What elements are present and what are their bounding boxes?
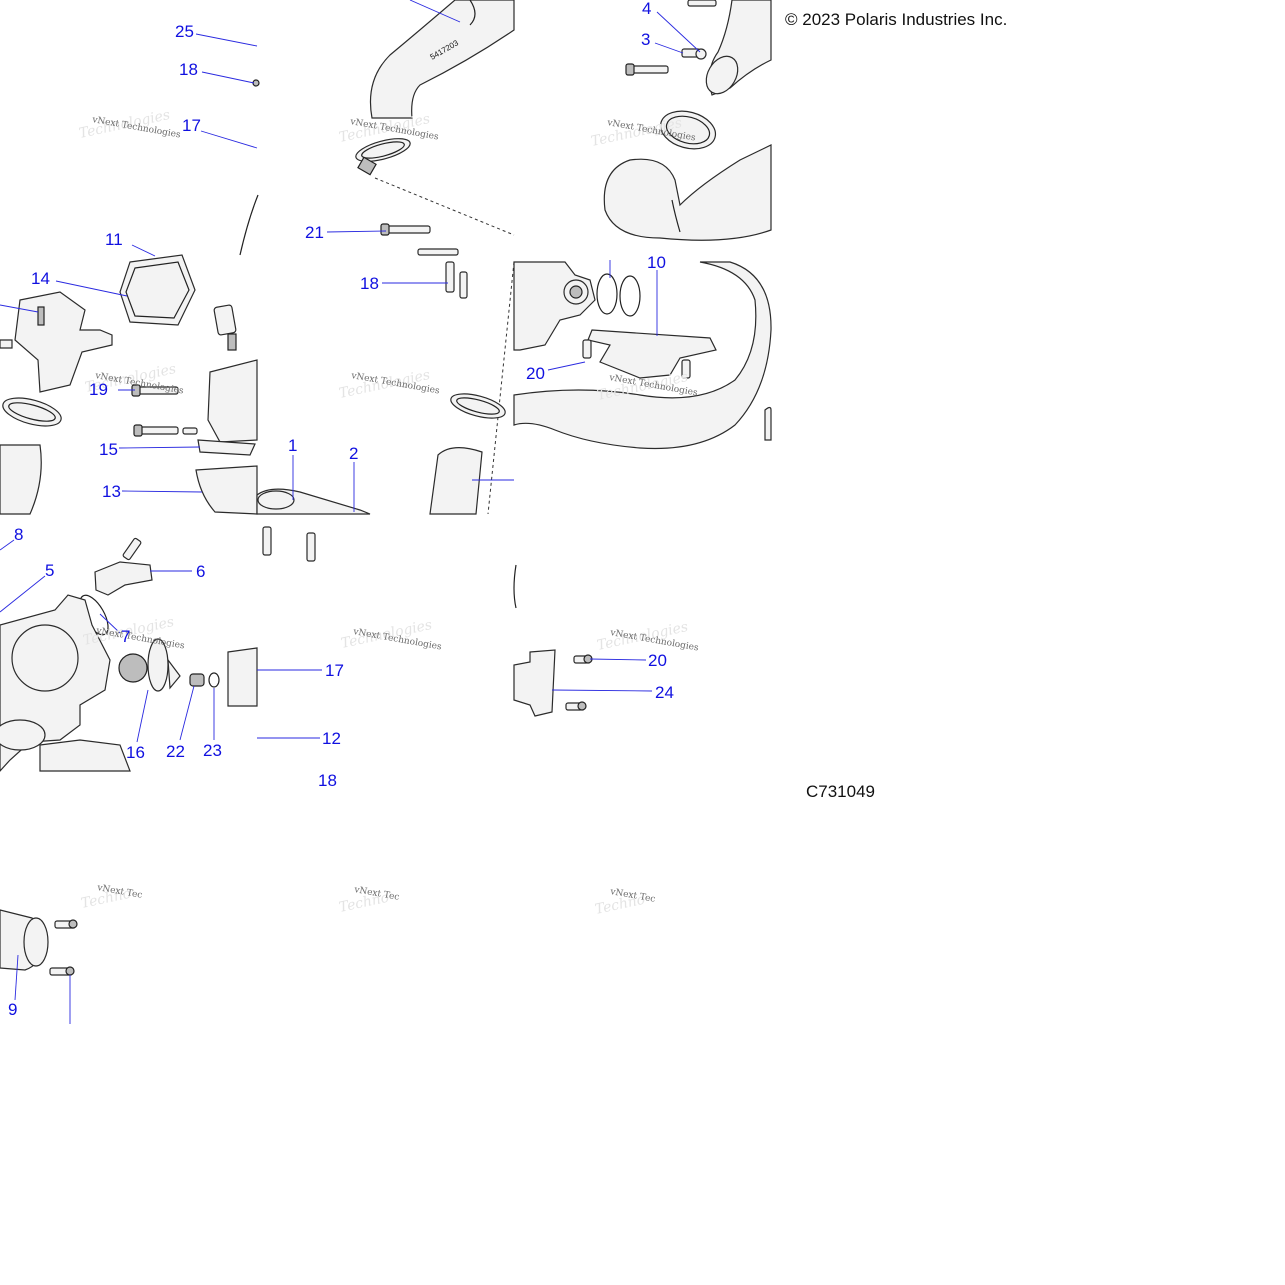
callout-18: 18 [360,274,379,293]
callout-22: 22 [166,742,185,761]
callout-3: 3 [641,30,650,49]
callout-14: 14 [31,269,50,288]
leader-lines [0,0,701,1001]
callout-5: 5 [45,561,54,580]
callout-20: 20 [526,364,545,383]
callout-17: 17 [325,661,344,680]
tile-top-right [603,0,772,241]
tile-bottom-middle [262,526,316,562]
callout-25: 25 [175,22,194,41]
callout-19: 19 [89,380,108,399]
tile-middle-right [513,261,772,450]
callouts: 25 18 17 4 3 11 21 14 18 10 20 19 15 1 2… [8,0,674,1019]
callout-16: 16 [126,743,145,762]
callout-18: 18 [318,771,337,790]
callout-7: 7 [121,627,130,646]
callout-11: 11 [105,230,123,249]
figure-code: C731049 [806,782,875,801]
tile-middle-middle [256,261,515,515]
tile-lower-left [0,909,78,1024]
copyright-notice: © 2023 Polaris Industries Inc. [785,10,1007,29]
callout-2: 2 [349,444,358,463]
callout-8: 8 [14,525,23,544]
callout-6: 6 [196,562,205,581]
callout-13: 13 [102,482,121,501]
upper-hose: 5417203 [355,0,515,256]
tile-bottom-left [0,537,258,772]
callout-4: 4 [642,0,651,18]
callout-15: 15 [99,440,118,459]
tile-middle-left [0,254,258,515]
callout-23: 23 [203,741,222,760]
callout-1: 1 [288,436,297,455]
callout-24: 24 [655,683,674,702]
callout-12: 12 [322,729,341,748]
callout-21: 21 [305,223,324,242]
callout-9: 9 [8,1000,17,1019]
tile-top-left [239,79,260,256]
tile-bottom-right [513,564,593,717]
callout-10: 10 [647,253,666,272]
callout-17: 17 [182,116,201,135]
callout-18: 18 [179,60,198,79]
callout-20: 20 [648,651,667,670]
